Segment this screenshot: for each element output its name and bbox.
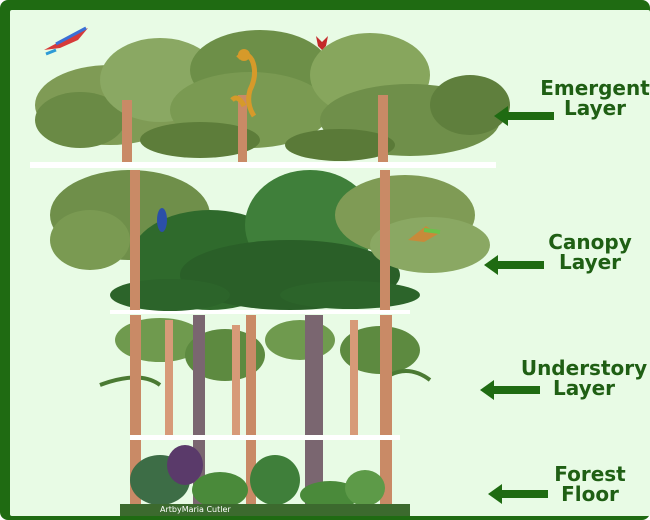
arrow-emergent <box>494 106 554 126</box>
arrow-forest-floor <box>488 484 548 504</box>
artist-credit: ArtbyMaria Cutler <box>160 505 231 514</box>
gap-line-3 <box>130 435 400 440</box>
arrow-canopy <box>484 255 544 275</box>
label-understory-line2: Layer <box>552 376 616 400</box>
label-canopy-line2: Layer <box>558 250 622 274</box>
arrow-understory <box>480 380 540 400</box>
macaw-bird <box>44 26 88 56</box>
gap-line-1 <box>30 162 496 168</box>
forest-floor-plants <box>120 440 410 516</box>
label-forest-floor-line1: Forest <box>554 462 626 486</box>
label-emergent-line2: Layer <box>563 96 627 120</box>
gap-line-2 <box>110 310 410 314</box>
forest-illustration: ArtbyMaria Cutler <box>30 26 510 516</box>
understory-trees <box>99 315 432 435</box>
label-emergent: Emergent Layer <box>530 78 650 118</box>
label-forest-floor-line2: Floor <box>561 482 619 506</box>
label-emergent-line1: Emergent <box>540 76 650 100</box>
diagram-panel: ArtbyMaria Cutler Emergent Layer Canopy … <box>10 10 650 516</box>
emergent-trees <box>35 30 510 162</box>
butterfly <box>316 36 328 50</box>
label-understory-line1: Understory <box>520 356 648 380</box>
label-forest-floor: Forest Floor <box>540 464 640 504</box>
label-canopy-line1: Canopy <box>548 230 632 254</box>
canopy-trees <box>50 170 490 311</box>
label-canopy: Canopy Layer <box>540 232 640 272</box>
label-understory: Understory Layer <box>518 358 650 398</box>
